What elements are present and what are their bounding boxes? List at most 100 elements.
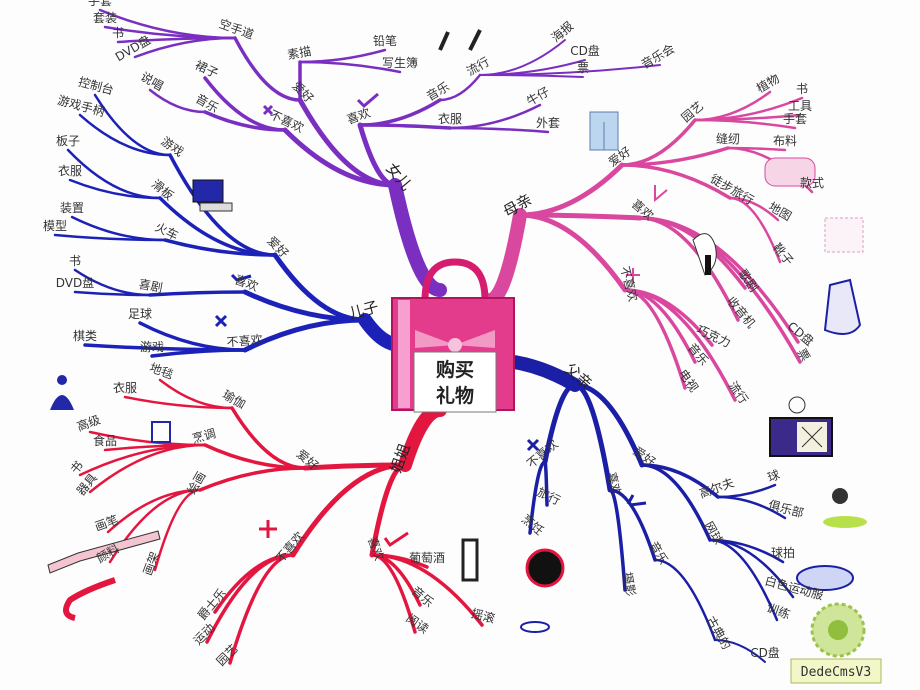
- node-label: 喜剧: [138, 277, 164, 295]
- branch-label: 女儿: [382, 160, 415, 195]
- branch-line: [623, 288, 737, 402]
- node-label: CD盘: [750, 645, 780, 660]
- branch-line: [638, 216, 747, 290]
- branch-line: [638, 216, 802, 364]
- node-label: 摄影: [620, 571, 639, 597]
- paint-tube-icon: [63, 577, 116, 621]
- branch-line: [78, 113, 172, 157]
- branch-line: [93, 93, 172, 157]
- cross-icon: [259, 520, 277, 538]
- branch-line: [198, 466, 307, 492]
- center-title-line2: 礼物: [436, 384, 474, 407]
- node-label: 游戏: [140, 340, 164, 354]
- branch-line: [53, 233, 167, 242]
- node-label: 画笔: [93, 512, 121, 534]
- branch-line: [123, 395, 234, 410]
- branch-line: [298, 60, 402, 74]
- branch-line: [370, 553, 484, 627]
- branch-line: [483, 208, 527, 307]
- node-label: 音乐会: [638, 41, 677, 72]
- fabric-icon: [764, 157, 816, 187]
- cross-icon: [626, 268, 640, 282]
- branch-line: [163, 238, 277, 257]
- node-label: 收音机: [724, 293, 759, 330]
- branch-line: [153, 488, 202, 572]
- node-label: 控制台: [77, 74, 116, 98]
- node-label: 画架: [141, 550, 162, 577]
- branch-line: [517, 212, 628, 293]
- branch-line: [150, 348, 247, 358]
- branch-line: [693, 90, 772, 122]
- cross-icon: [262, 104, 274, 116]
- node-label: 票: [577, 61, 589, 75]
- branch-line: [653, 558, 717, 642]
- branch-label: 儿子: [347, 298, 381, 323]
- branch-line: [290, 462, 408, 558]
- wine-bottle-icon: [461, 538, 479, 582]
- branch-line: [638, 216, 800, 344]
- node-label: 套装: [93, 11, 117, 25]
- node-label: 缝纫: [716, 131, 740, 146]
- branch-line: [693, 118, 797, 130]
- branch-label: 姐姐: [387, 441, 414, 475]
- branch-line: [479, 64, 661, 76]
- node-label: 烹饪: [519, 511, 547, 538]
- branch-line: [88, 443, 207, 494]
- node-label: 足球: [128, 307, 152, 321]
- node-label: 写生簿: [382, 55, 418, 70]
- branch-line: [517, 162, 625, 218]
- node-label: 棋类: [73, 329, 97, 343]
- node-label: 布料: [773, 134, 797, 148]
- node-label: 书: [796, 82, 808, 96]
- node-label: 食品: [93, 433, 117, 448]
- branch-line: [438, 73, 482, 102]
- computer-icon: [192, 179, 233, 212]
- tennis-racket-icon: [796, 565, 854, 591]
- pencil-icon: [438, 29, 482, 51]
- tick-icon: [383, 531, 409, 548]
- node-label: 装置: [60, 201, 84, 215]
- node-label: 票: [794, 346, 812, 363]
- node-label: 植物: [754, 71, 782, 96]
- node-label: 书: [69, 254, 81, 268]
- branch-line: [228, 553, 295, 665]
- node-label: 衣服: [58, 163, 82, 178]
- node-label: 衣服: [113, 380, 137, 395]
- node-label: 手套: [88, 0, 112, 8]
- node-label: 款式: [800, 176, 824, 190]
- node-label: 喜欢: [604, 470, 625, 497]
- node-label: 板子: [56, 134, 80, 148]
- branch-line: [608, 488, 657, 562]
- node-label: 球: [766, 468, 782, 485]
- node-label: 外套: [536, 116, 560, 130]
- cross-icon: [214, 314, 228, 328]
- map-icon: [824, 217, 864, 253]
- branch-line: [608, 488, 627, 592]
- cross-icon: [526, 438, 540, 452]
- branch-line: [448, 126, 550, 134]
- node-label: 球拍: [771, 545, 795, 560]
- branch-line: [708, 538, 779, 622]
- node-label: 训练: [765, 600, 793, 622]
- yoga-icon: [50, 375, 74, 410]
- center-label-box: [413, 351, 497, 413]
- node-label: 绘画: [184, 469, 209, 497]
- node-label: 不喜欢: [272, 528, 307, 565]
- branch-line: [233, 36, 302, 102]
- cd-icon: [520, 621, 550, 633]
- node-label: 古典的: [703, 613, 734, 652]
- branch-line: [133, 36, 237, 59]
- tick-icon: [654, 185, 668, 203]
- node-label: 地图: [766, 199, 794, 223]
- node-label: 歌剧: [736, 266, 762, 294]
- tick-icon: [230, 273, 252, 282]
- jeans-icon: [589, 111, 619, 151]
- node-label: 烹调: [190, 425, 217, 446]
- boot-icon: [823, 278, 862, 335]
- branch-line: [640, 463, 712, 542]
- node-label: 说唱: [138, 69, 166, 94]
- watermark: DedeCmsV3: [801, 665, 871, 680]
- branch-line: [542, 382, 578, 465]
